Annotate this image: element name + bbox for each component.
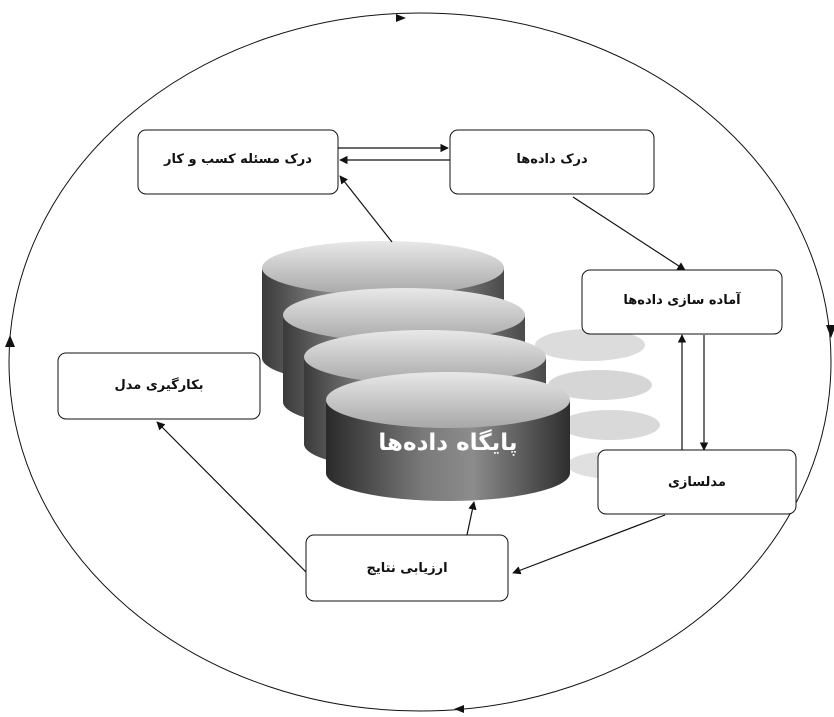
node-data-preparation: آماده سازی داده‌ها [581, 269, 783, 335]
node-evaluation: ارزیابی نتایج [305, 534, 509, 602]
node-data-preparation-label: آماده سازی داده‌ها [623, 291, 741, 308]
arrow-database-to-business [339, 175, 393, 243]
node-data-understanding-label: درک داده‌ها [516, 152, 588, 167]
cycle-arrow-left [5, 335, 15, 347]
node-evaluation-label: ارزیابی نتایج [366, 561, 447, 576]
arrow-evaluation-to-database [466, 501, 477, 536]
node-modeling-label: مدلسازی [668, 475, 726, 490]
cycle-arrow-top [396, 14, 406, 22]
database-label: پایگاه داده‌ها [378, 429, 517, 456]
arrow-data-to-prep [572, 196, 686, 271]
database-stack [262, 241, 570, 501]
database-cylinder-front [326, 372, 570, 501]
node-deployment-label: بکارگیری مدل [114, 377, 203, 393]
node-deployment: بکارگیری مدل [57, 352, 261, 420]
node-modeling: مدلسازی [597, 449, 797, 515]
cycle-arrow-right [826, 325, 834, 338]
node-data-understanding: درک داده‌ها [449, 129, 655, 195]
node-business-understanding: درک مسئله کسب و کار [137, 129, 339, 195]
cycle-arrow-bottom [454, 705, 464, 713]
arrow-evaluation-to-deployment [156, 421, 307, 573]
connectors [156, 143, 709, 575]
node-business-understanding-label: درک مسئله کسب و کار [163, 152, 312, 167]
outer-cycle-ellipse [8, 12, 832, 712]
arrow-modeling-to-evaluation [512, 514, 666, 575]
